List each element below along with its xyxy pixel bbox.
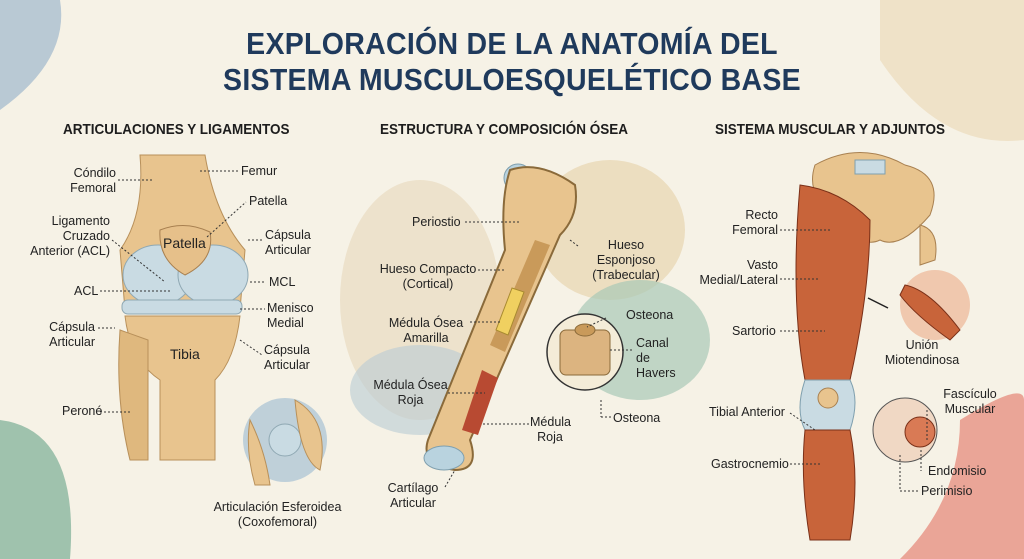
- label-patella: Patella: [249, 194, 288, 208]
- bg-blob: [900, 393, 1024, 559]
- label-menisco-medial: Menisco Medial: [267, 301, 314, 330]
- heading-bone: ESTRUCTURA Y COMPOSICIÓN ÓSEA: [380, 121, 629, 138]
- label-cartilago-articular: Cartílago Articular: [387, 481, 439, 510]
- label-patella-inner: Patella: [163, 235, 206, 251]
- label-medula-amarilla: Médula Ósea Amarilla: [388, 316, 464, 345]
- label-mcl: MCL: [269, 275, 296, 289]
- hip-joint-illustration: [243, 398, 327, 486]
- heading-joints: ARTICULACIONES Y LIGAMENTOS: [63, 121, 290, 138]
- label-esferoidea: Articulación Esferoidea: [213, 500, 342, 514]
- bg-blob: [0, 0, 62, 110]
- label-perone: Peroné: [62, 404, 103, 418]
- label-union-miotendinosa: Unión Miotendinosa: [884, 338, 960, 367]
- label-capsula-articular-3: Cápsula Articular: [264, 343, 310, 372]
- label-hueso-esponjoso: Hueso Esponjoso (Trabecular): [592, 238, 660, 282]
- label-canal-havers: Canal de Havers: [636, 336, 676, 380]
- bg-blob: [880, 0, 1024, 141]
- label-recto-femoral: Recto Femoral: [732, 208, 778, 237]
- page-title: EXPLORACIÓN DE LA ANATOMÍA DEL SISTEMA M…: [41, 26, 983, 98]
- label-sartorio: Sartorio: [732, 324, 776, 338]
- title-line-2: SISTEMA MUSCULOESQUELÉTICO BASE: [223, 62, 801, 97]
- label-gastrocnemio: Gastrocnemio: [711, 457, 789, 471]
- label-vasto: Vasto Medial/Lateral: [699, 258, 778, 287]
- title-line-1: EXPLORACIÓN DE LA ANATOMÍA DEL: [246, 26, 778, 61]
- label-condilo-femoral: Cóndilo Femoral: [70, 166, 116, 195]
- label-medula-roja: Médula Roja: [530, 415, 571, 444]
- label-osteona-1: Osteona: [626, 308, 674, 322]
- knee-illustration: [118, 154, 249, 461]
- label-articulacion-esferoidea: Articulación Esferoidea (Coxofemoral): [210, 500, 345, 530]
- label-endomisio: Endomisio: [928, 464, 987, 478]
- label-capsula-articular-2: Cápsula Articular: [49, 320, 95, 349]
- long-bone-illustration: [423, 163, 624, 472]
- label-acl: ACL: [74, 284, 99, 298]
- leader-lines: [98, 170, 928, 492]
- label-perimisio: Perimisio: [921, 484, 973, 498]
- label-periostio: Periostio: [412, 215, 461, 229]
- label-tibia: Tibia: [170, 346, 200, 362]
- label-tibial-anterior: Tibial Anterior: [709, 405, 785, 419]
- label-ligamento-cruzado: Ligamento Cruzado Anterior (ACL): [30, 214, 110, 258]
- label-osteona-2: Osteona: [613, 411, 661, 425]
- label-capsula-articular-1: Cápsula Articular: [265, 228, 311, 257]
- label-hueso-compacto: Hueso Compacto (Cortical): [379, 262, 477, 291]
- label-femur: Femur: [241, 164, 278, 178]
- label-medula-osea-roja: Médula Ósea Roja: [373, 378, 448, 407]
- bg-blob: [0, 420, 72, 559]
- label-coxofemoral: (Coxofemoral): [237, 515, 318, 529]
- label-fasciculo-muscular: Fascículo Muscular: [943, 387, 997, 416]
- leg-muscles-illustration: [795, 152, 970, 541]
- heading-muscle: SISTEMA MUSCULAR Y ADJUNTOS: [715, 121, 946, 138]
